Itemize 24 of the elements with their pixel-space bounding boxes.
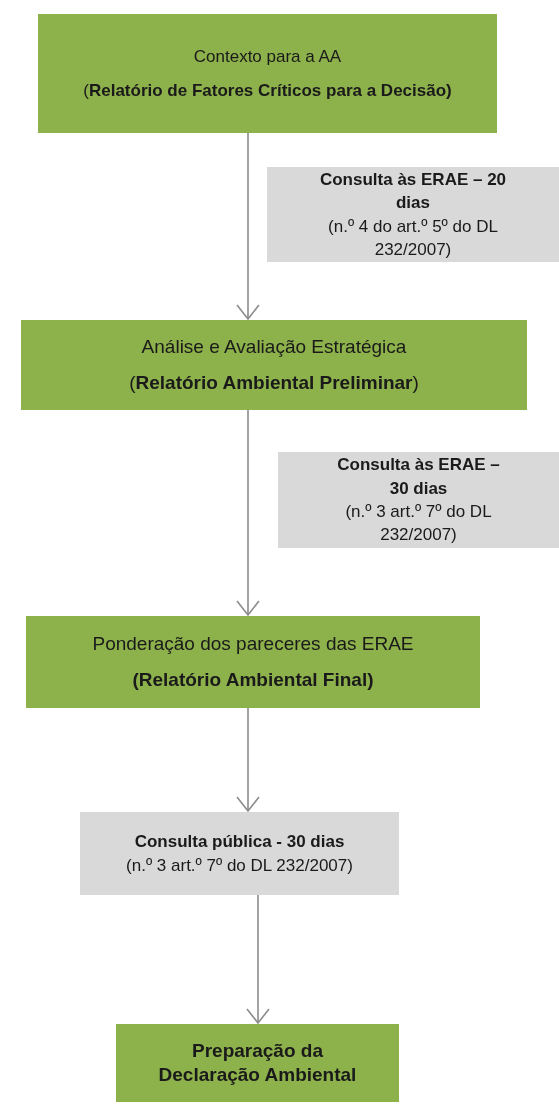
- box-text: Ponderação dos pareceres das ERAE: [92, 632, 414, 656]
- process-box: [116, 1024, 399, 1102]
- box-text: Consulta às ERAE – 20 dias: [318, 168, 508, 215]
- box-text: (n.º 4 do art.º 5º do DL 232/2007): [327, 215, 499, 261]
- process-box: [21, 320, 527, 410]
- box-text: Contexto para a AA: [193, 46, 342, 68]
- arrow: [246, 894, 270, 1024]
- process-box: [26, 616, 480, 708]
- box-text: (n.º 3 art.º 7º do DL 232/2007): [126, 854, 353, 877]
- arrow: [236, 707, 260, 812]
- arrow: [236, 132, 260, 320]
- consultation-box: [267, 167, 559, 262]
- box-text: Consulta às ERAE – 30 dias: [336, 454, 501, 500]
- box-text: Análise e Avaliação Estratégica: [141, 335, 407, 359]
- box-text: (Relatório Ambiental Final): [132, 668, 374, 692]
- box-text: Consulta pública - 30 dias: [134, 831, 345, 854]
- consultation-box: [80, 812, 399, 895]
- box-text: (Relatório de Fatores Críticos para a Decisão): [83, 79, 452, 101]
- box-text: (n.º 3 art.º 7º do DL 232/2007): [344, 501, 493, 547]
- box-text: Preparação da Declaração Ambiental: [157, 1039, 358, 1087]
- arrow: [236, 409, 260, 616]
- box-text: (Relatório Ambiental Preliminar): [129, 371, 419, 395]
- process-box: [38, 14, 497, 133]
- consultation-box: [278, 452, 559, 548]
